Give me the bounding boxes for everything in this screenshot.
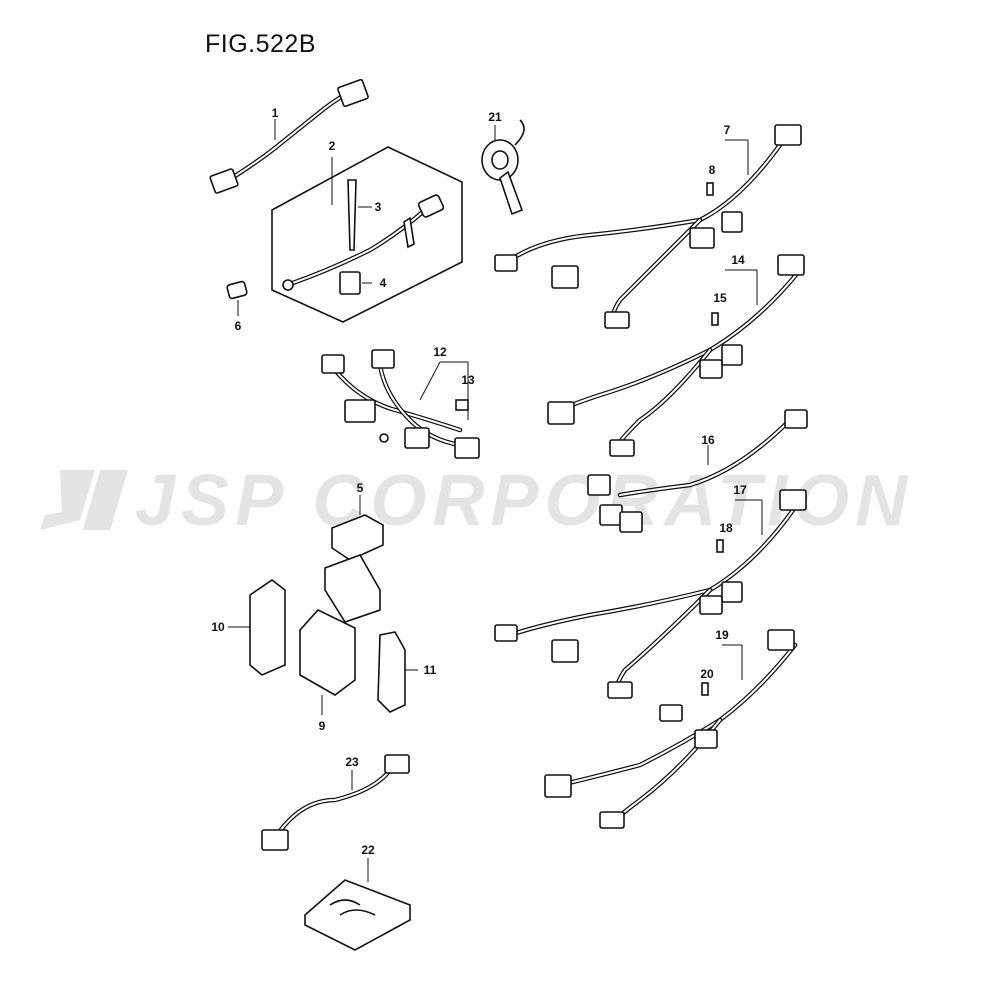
part-2-kit (271, 146, 463, 323)
callout-11: 11 (424, 663, 437, 677)
part-1-harness (209, 78, 369, 194)
callout-1: 1 (272, 106, 279, 120)
part-22-bag (304, 858, 411, 951)
callout-20: 20 (700, 667, 714, 681)
callout-15: 15 (713, 291, 727, 305)
part-16-harness (587, 409, 808, 533)
part-15-screw (711, 312, 719, 326)
part-8-screw (706, 182, 714, 196)
callout-3: 3 (375, 200, 382, 214)
callout-5: 5 (357, 481, 364, 495)
figure-title: FIG.522B (205, 30, 316, 58)
callout-23: 23 (345, 755, 359, 769)
callout-18: 18 (719, 521, 733, 535)
callout-21: 21 (488, 110, 502, 124)
part-6-cap (226, 280, 248, 316)
callout-14: 14 (731, 253, 745, 267)
part-5-cover (324, 495, 384, 623)
part-13-clip (455, 399, 469, 411)
callout-9: 9 (319, 719, 326, 733)
part-17-harness (494, 489, 807, 699)
part-4-connector (339, 271, 372, 295)
part-21-sensor (481, 119, 525, 216)
callout-4: 4 (380, 276, 387, 290)
callout-12: 12 (433, 345, 447, 359)
part-7-harness (494, 124, 802, 329)
callout-13: 13 (461, 373, 475, 387)
callout-2: 2 (329, 139, 336, 153)
part-23-harness (261, 754, 410, 851)
callout-10: 10 (211, 620, 225, 634)
callout-19: 19 (715, 628, 729, 642)
part-3-cable-tie (347, 179, 372, 251)
part-9-module (299, 609, 356, 715)
callout-8: 8 (709, 163, 716, 177)
callout-16: 16 (701, 433, 715, 447)
callout-17: 17 (733, 483, 747, 497)
part-18-screw (716, 539, 724, 553)
callout-22: 22 (361, 843, 375, 857)
callout-6: 6 (235, 319, 242, 333)
part-12-harness (321, 349, 480, 459)
part-10-bracket (228, 579, 286, 676)
part-11-bracket (377, 631, 418, 713)
part-20-screw (701, 682, 709, 696)
part-14-harness (547, 254, 805, 457)
part-19-harness (544, 629, 798, 829)
callout-7: 7 (724, 123, 731, 137)
